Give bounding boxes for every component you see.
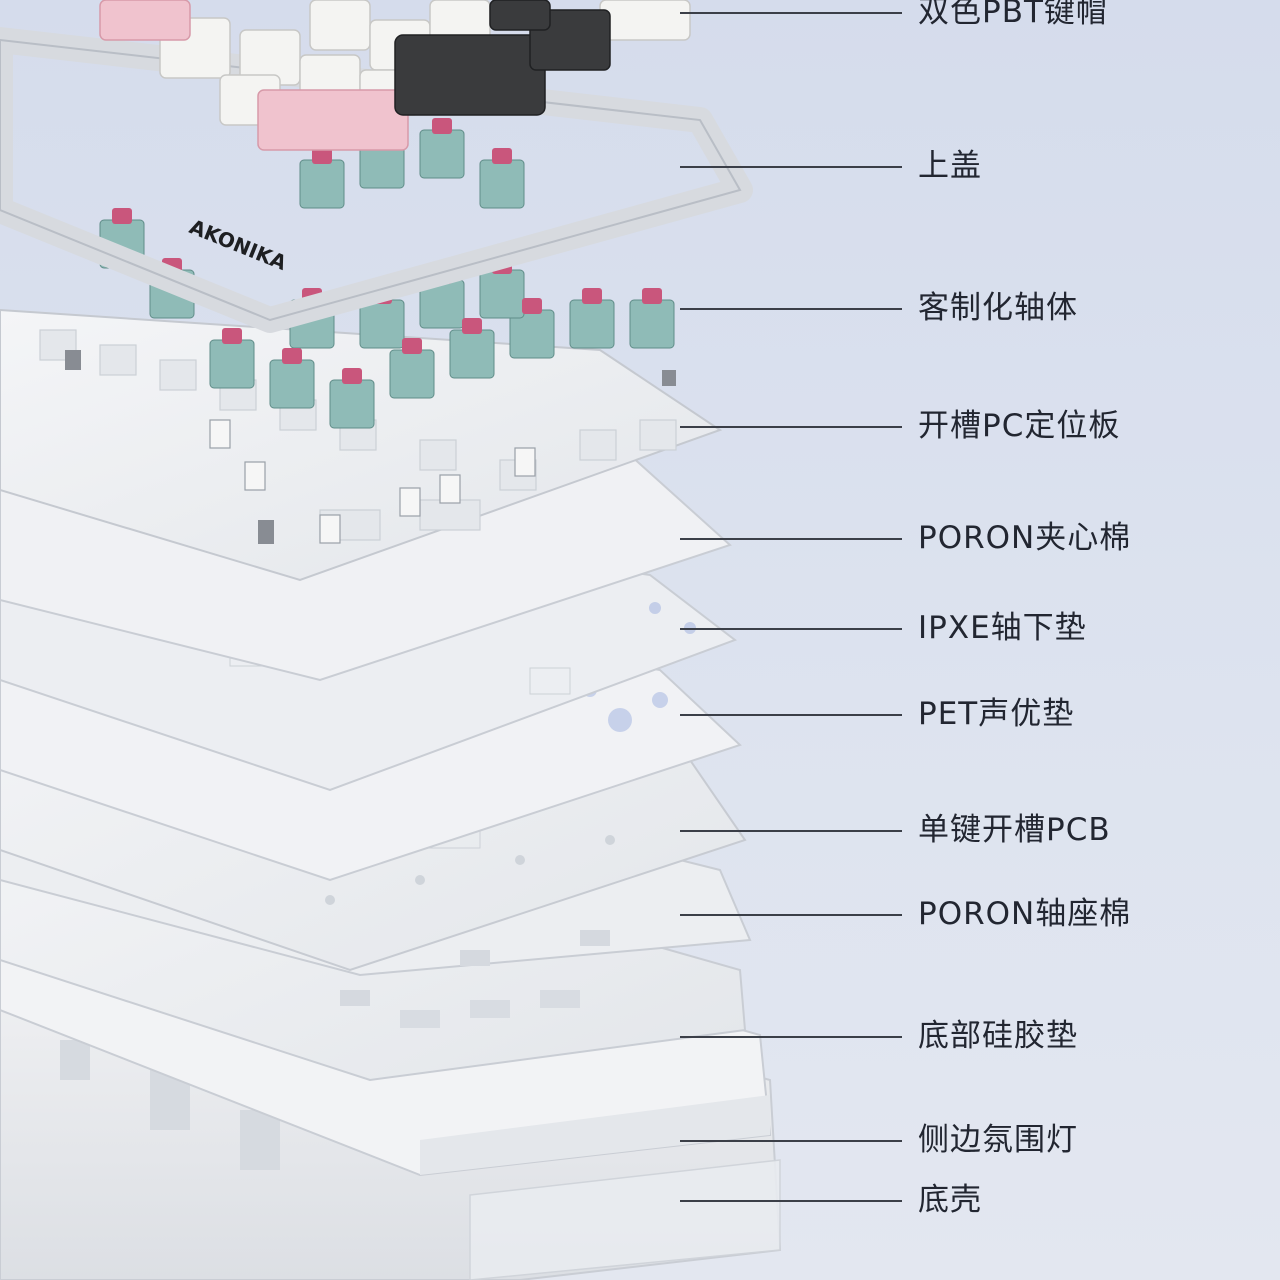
leader-line-top-cover <box>680 166 902 168</box>
leader-line-socket-foam <box>680 914 902 916</box>
leader-line-keycaps <box>680 12 902 14</box>
leader-line-plate <box>680 426 902 428</box>
leader-line-bottom-silicone <box>680 1036 902 1038</box>
label-top-cover: 上盖 <box>918 146 982 186</box>
leader-line-bottom-case <box>680 1200 902 1202</box>
leader-line-switches <box>680 308 902 310</box>
leader-line-ixpe-pad <box>680 628 902 630</box>
label-bottom-case: 底壳 <box>918 1180 982 1220</box>
leader-line-sandwich-foam <box>680 538 902 540</box>
label-sandwich-foam: PORON夹心棉 <box>918 518 1131 558</box>
label-ixpe-pad: IPXE轴下垫 <box>918 608 1087 648</box>
keycap-layer <box>100 0 690 150</box>
brand-logo: AKONIKA <box>186 214 290 275</box>
label-keycaps: 双色PBT键帽 <box>918 0 1108 32</box>
label-switches: 客制化轴体 <box>918 288 1078 328</box>
label-socket-foam: PORON轴座棉 <box>918 894 1131 934</box>
leader-line-rgb-strip <box>680 1140 902 1142</box>
leader-line-pcb <box>680 830 902 832</box>
label-rgb-strip: 侧边氛围灯 <box>918 1120 1078 1160</box>
label-pcb: 单键开槽PCB <box>918 810 1111 850</box>
label-plate: 开槽PC定位板 <box>918 406 1120 446</box>
leader-line-pet-pad <box>680 714 902 716</box>
label-pet-pad: PET声优垫 <box>918 694 1074 734</box>
label-bottom-silicone: 底部硅胶垫 <box>918 1016 1078 1056</box>
